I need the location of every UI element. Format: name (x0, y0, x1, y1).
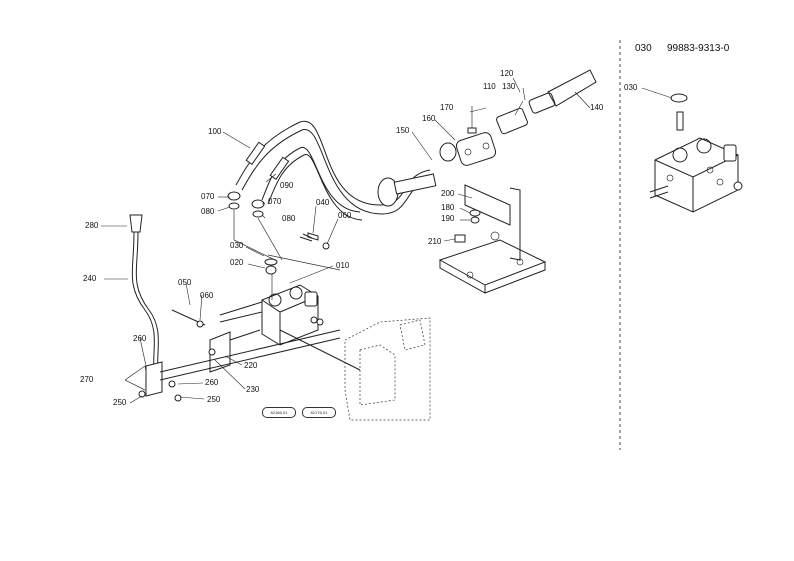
callout-250-right: 250 (207, 395, 221, 404)
callout-140: 140 (590, 103, 604, 112)
callout-250-left: 250 (113, 398, 127, 407)
callout-060-lower: 060 (200, 291, 214, 300)
kit-ref-number: 030 (635, 43, 652, 54)
kit-part-number: 99883-9313-0 (667, 43, 730, 54)
callout-200: 200 (441, 189, 455, 198)
callout-070-left: 070 (201, 192, 215, 201)
callout-050: 050 (178, 278, 192, 287)
callout-270: 270 (80, 375, 94, 384)
callout-240: 240 (83, 274, 97, 283)
control-lever-linkage (124, 214, 341, 402)
mounting-bracket (438, 184, 547, 294)
callout-230: 230 (246, 385, 260, 394)
callout-190: 190 (441, 214, 455, 223)
callout-220: 220 (244, 361, 258, 370)
callout-010: 010 (336, 261, 350, 270)
callout-160: 160 (422, 114, 436, 123)
callout-080-right: 080 (282, 214, 296, 223)
callout-210: 210 (428, 237, 442, 246)
callout-leaders (101, 77, 673, 404)
callout-120: 120 (500, 69, 514, 78)
callout-090: 090 (280, 181, 294, 190)
callout-030-main: 030 (230, 241, 244, 250)
drawing-ref-badge-right: 82176-01 (302, 407, 336, 418)
callout-260-upper: 260 (133, 334, 147, 343)
control-valve-body (219, 191, 361, 371)
callout-030-inset: 030 (624, 83, 638, 92)
callout-040: 040 (316, 198, 330, 207)
inset-valve-kit (649, 93, 743, 213)
callout-280: 280 (85, 221, 99, 230)
callout-260-lower: 260 (205, 378, 219, 387)
hydraulic-hose-pair (235, 120, 435, 221)
callout-080-left: 080 (201, 207, 215, 216)
drawing-ref-badge-left: 82166-01 (262, 407, 296, 418)
tractor-body-outline (344, 317, 431, 421)
callout-070-right: 070 (268, 197, 282, 206)
callout-130: 130 (502, 82, 516, 91)
callout-150: 150 (396, 126, 410, 135)
coupler-assembly (377, 69, 597, 207)
callout-060-upper: 060 (338, 211, 352, 220)
callout-100: 100 (208, 127, 222, 136)
callout-110: 110 (483, 82, 496, 91)
callout-170: 170 (440, 103, 454, 112)
callout-020: 020 (230, 258, 244, 267)
callout-180: 180 (441, 203, 455, 212)
